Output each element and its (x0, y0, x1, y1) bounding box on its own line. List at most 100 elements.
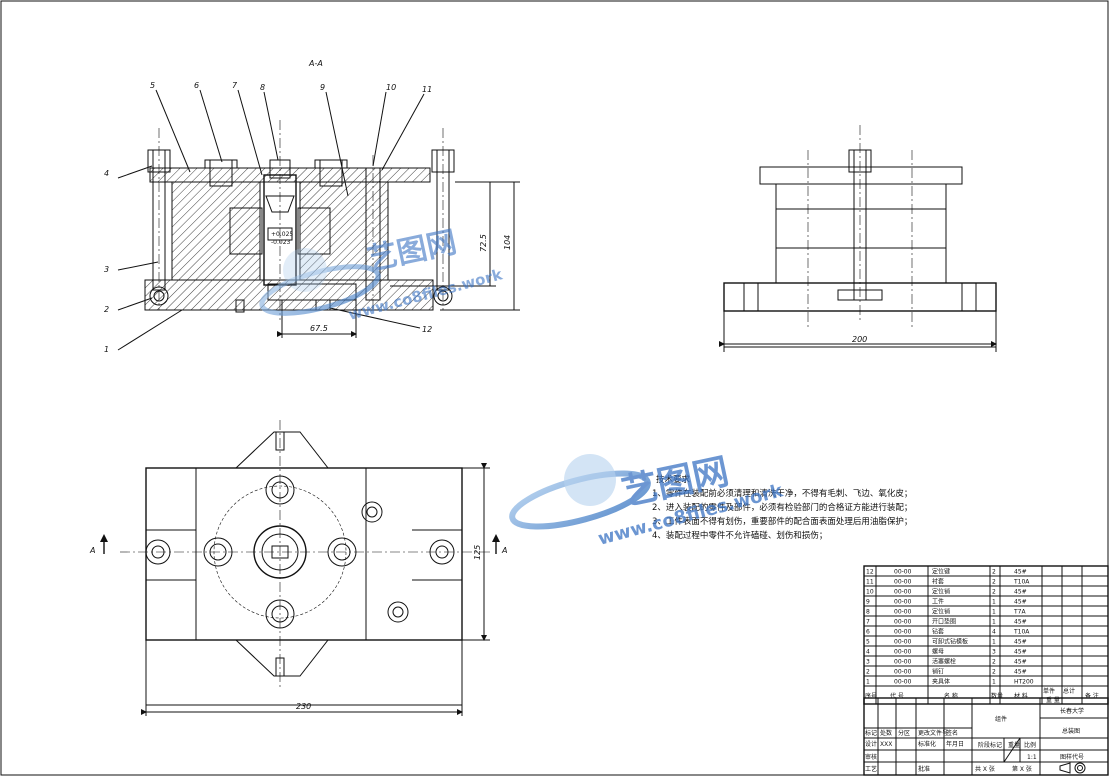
bom-header-remark: 备 注 (1085, 692, 1099, 700)
tb-review: 审核 (865, 753, 877, 761)
bom-row-name: 工件 (932, 598, 944, 606)
bom-row-no: 7 (866, 619, 870, 626)
side-view: 200 (719, 125, 997, 352)
dim-125: 125 (462, 463, 490, 641)
bom-header-seq: 序号 (865, 692, 877, 700)
bom-row-code: 00-00 (894, 629, 912, 636)
bom-header-code: 代 号 (890, 692, 904, 700)
bom-row-code: 00-00 (894, 679, 912, 686)
bom-row-no: 3 (866, 659, 870, 666)
bom-row-qty: 1 (992, 619, 996, 626)
bom-row-material: 45# (1014, 639, 1027, 646)
svg-text:4: 4 (104, 169, 109, 178)
bom-header-total: 总计 (1063, 687, 1075, 695)
part-label-3: 3 (104, 261, 159, 274)
bom-row-code: 00-00 (894, 579, 912, 586)
bom-row-no: 8 (866, 609, 870, 616)
bom-header-weight: 重 量 (1046, 696, 1060, 704)
bom-row-qty: 1 (992, 599, 996, 606)
bom-row-name: 螺母 (932, 648, 944, 656)
dim-72-5: 72.5 (390, 182, 496, 287)
bom-row-material: T10A (1013, 629, 1030, 636)
front-section-view: A-A +0.025 -0.023 (104, 59, 520, 354)
bom-row-no: 9 (866, 599, 870, 606)
svg-text:104: 104 (503, 235, 512, 250)
part-label-10: 10 (372, 83, 396, 167)
section-title: A-A (308, 59, 323, 68)
bom-row-name: 销钉 (932, 668, 944, 676)
bom-row-name: 活塞螺栓 (932, 658, 956, 666)
tb-weight: 重量 (1008, 741, 1020, 749)
svg-text:5: 5 (150, 81, 155, 90)
tb-date: 年月日 (946, 740, 964, 748)
tb-school: 长春大学 (1060, 707, 1084, 715)
bom-row-no: 12 (866, 569, 874, 576)
tb-sheet-total: 共 X 张 (975, 765, 995, 773)
svg-text:9: 9 (320, 83, 325, 92)
bom-row-material: 45# (1014, 649, 1027, 656)
bom-row-material: 45# (1014, 669, 1027, 676)
requirement-item: 3、工件表面不得有划伤，重要部件的配合面表面处理后用油脂保护； (652, 516, 912, 527)
bom-row-no: 1 (866, 679, 870, 686)
tb-drawing-code: 图样代号 (1060, 753, 1084, 761)
bom-row-no: 5 (866, 639, 870, 646)
bom-row-material: 45# (1014, 569, 1027, 576)
tb-designer: XXX (880, 741, 892, 748)
bom-row-qty: 2 (992, 579, 996, 586)
bom-row-no: 4 (866, 649, 870, 656)
bom-row-material: T10A (1013, 579, 1030, 586)
tb-process: 工艺 (865, 765, 877, 773)
bom-row-qty: 4 (992, 629, 996, 636)
requirement-item: 2、进入装配的零件及部件，必须有检验部门的合格证方能进行装配； (652, 502, 912, 513)
technical-requirements: 技术要求 1、零件在装配前必须清理和清洗干净，不得有毛刺、飞边、氧化皮； 2、进… (652, 474, 912, 541)
bom-row-material: 45# (1014, 589, 1027, 596)
bom-row-code: 00-00 (894, 589, 912, 596)
requirement-item: 1、零件在装配前必须清理和清洗干净，不得有毛刺、飞边、氧化皮； (652, 488, 912, 499)
fit-lower: -0.023 (271, 239, 291, 246)
bom-row-code: 00-00 (894, 599, 912, 606)
tb-sheet-no: 第 X 张 (1012, 765, 1032, 773)
bom-row-qty: 2 (992, 589, 996, 596)
part-label-1: 1 (104, 309, 183, 354)
part-label-8: 8 (260, 83, 279, 161)
svg-text:A: A (89, 546, 95, 555)
bom-row-no: 6 (866, 629, 870, 636)
bom-row-code: 00-00 (894, 669, 912, 676)
bom-row-code: 00-00 (894, 609, 912, 616)
dim-200: 200 (719, 335, 997, 352)
bom-row-name: 开口垫圈 (932, 618, 956, 626)
bom-row-no: 2 (866, 669, 870, 676)
svg-text:12: 12 (422, 325, 432, 334)
bom-row-qty: 2 (992, 659, 996, 666)
bom-row-qty: 2 (992, 569, 996, 576)
requirement-item: 4、装配过程中零件不允许磕碰、划伤和损伤； (652, 530, 827, 541)
bom-row-code: 00-00 (894, 569, 912, 576)
part-label-9: 9 (320, 83, 349, 197)
bom-row-no: 10 (866, 589, 874, 596)
bom-row-name: 夹具体 (932, 678, 950, 686)
svg-text:6: 6 (194, 81, 199, 90)
bom-row-name: 定位销 (932, 588, 950, 596)
fit-upper: +0.025 (271, 231, 293, 238)
bom-row-material: T7A (1013, 609, 1026, 616)
bom-row-qty: 3 (992, 649, 996, 656)
svg-text:1: 1 (104, 345, 109, 354)
svg-text:8: 8 (260, 83, 265, 92)
title-block: 组件 长春大学 总装图 阶段标记 重量 比例 1:1 共 X 张 第 X 张 图… (863, 697, 1109, 776)
dim-230: 230 (141, 702, 463, 716)
bom-header-name: 名 称 (944, 692, 958, 700)
tb-drawing: 总装图 (1062, 727, 1080, 735)
part-label-6: 6 (194, 81, 223, 163)
tb-designer-label: 设计 (865, 740, 877, 748)
tb-mark: 标记 (865, 729, 877, 737)
part-label-11: 11 (381, 85, 432, 171)
bom-row-name: 衬套 (932, 578, 944, 586)
tb-std: 标准化 (918, 740, 936, 748)
tb-part: 组件 (995, 715, 1007, 723)
svg-text:7: 7 (232, 81, 238, 90)
bom-row-code: 00-00 (894, 659, 912, 666)
bom-row-code: 00-00 (894, 639, 912, 646)
section-marker-right: A (492, 534, 507, 555)
part-label-7: 7 (232, 81, 263, 176)
